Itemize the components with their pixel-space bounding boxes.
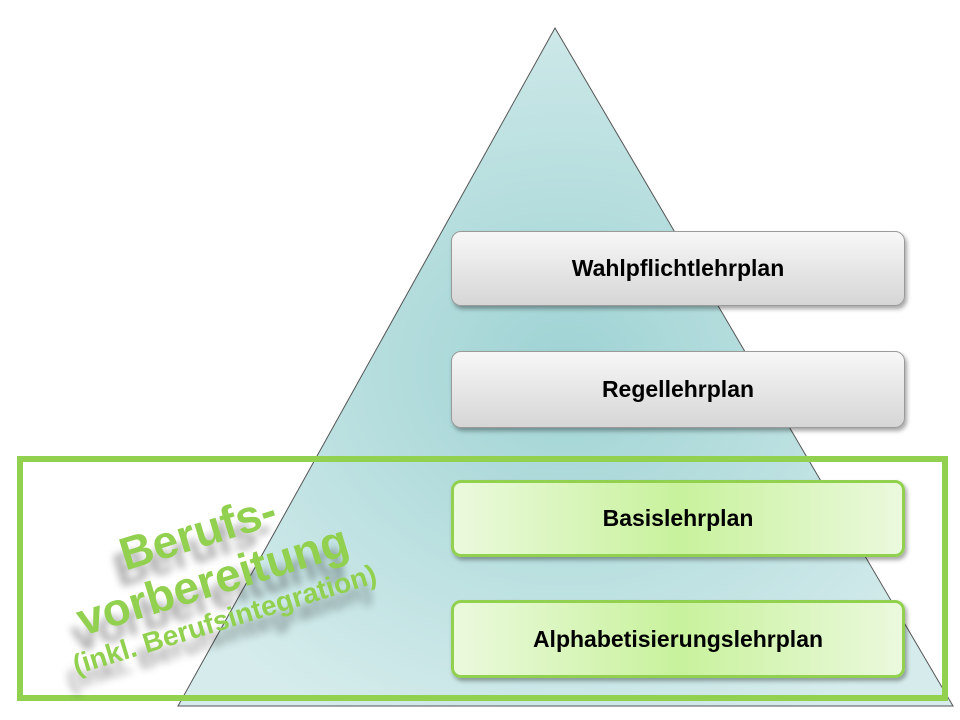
level-wahlpflichtlehrplan: Wahlpflichtlehrplan [451, 231, 905, 306]
level-label: Wahlpflichtlehrplan [571, 255, 785, 281]
level-label: Regellehrplan [601, 376, 755, 402]
berufsvorbereitung-frame [17, 456, 948, 701]
level-label: Alphabetisierungslehrplan [532, 625, 824, 652]
level-label: Basislehrplan [602, 505, 754, 531]
level-regellehrplan: Regellehrplan [451, 351, 905, 428]
level-alphabetisierungslehrplan: Alphabetisierungslehrplan [451, 600, 905, 678]
level-basislehrplan: Basislehrplan [451, 480, 905, 557]
